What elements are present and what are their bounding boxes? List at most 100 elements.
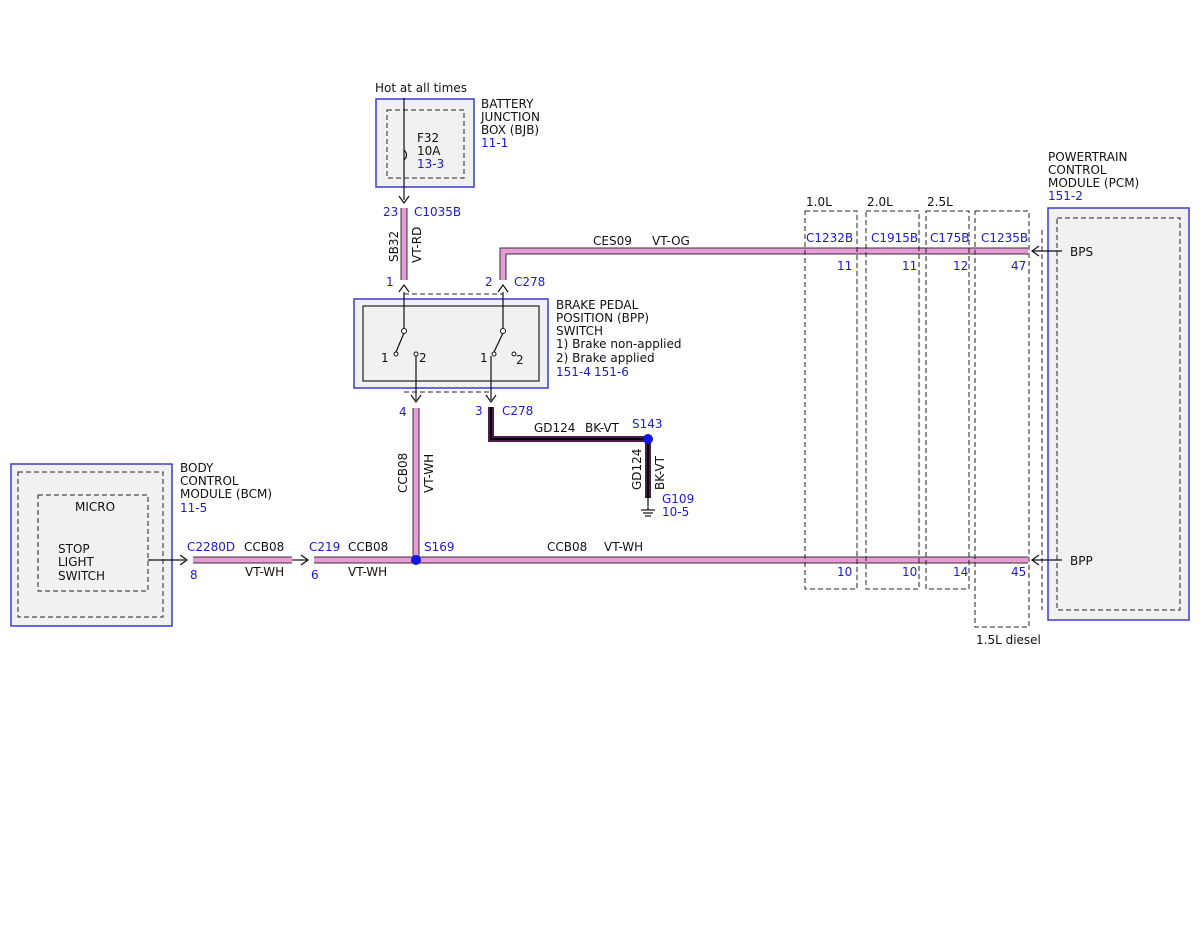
bpp-ref-2[interactable]: 151-6 (594, 365, 629, 379)
gd124-circuit-v: GD124 (630, 449, 644, 490)
bjb-title-2: JUNCTION (480, 110, 540, 124)
fuse-name: F32 (417, 131, 439, 145)
bpp-note-1: 1) Brake non-applied (556, 337, 682, 351)
ces09-circuit: CES09 (593, 234, 632, 248)
connector-arrow-icon (497, 283, 509, 293)
seg3-color: VT-WH (604, 540, 643, 554)
connector-arrow-icon (398, 283, 410, 293)
g109-ref[interactable]: 10-5 (662, 505, 689, 519)
c1232b-pin-bps: 11 (837, 259, 852, 273)
connector-arrow-icon (398, 195, 410, 205)
seg2-circuit: CCB08 (348, 540, 388, 554)
connector-arrow-icon (1030, 245, 1040, 257)
body-control-module (10, 463, 189, 627)
powertrain-control-module (1030, 207, 1190, 621)
engine-1-0l: 1.0L (806, 195, 832, 209)
c278-bottom-label[interactable]: C278 (502, 404, 533, 418)
wire-ccb08-horizontal (193, 554, 1028, 566)
bpp-pin-4: 4 (399, 405, 407, 419)
sw-b-pos1: 1 (480, 351, 488, 365)
bpp-switch (353, 292, 549, 400)
engine-1-5l-diesel: 1.5L diesel (976, 633, 1041, 647)
bpp-pin-2: 2 (485, 275, 493, 289)
ccb08-v-circuit: CCB08 (396, 453, 410, 493)
s143-label[interactable]: S143 (632, 417, 663, 431)
connector-arrow-icon (410, 394, 422, 404)
splice-s143[interactable] (643, 434, 653, 444)
splice-s169[interactable] (411, 555, 421, 565)
c1915b-pin-bps: 11 (902, 259, 917, 273)
c219-label[interactable]: C219 (309, 540, 340, 554)
pcm-title-3: MODULE (PCM) (1048, 176, 1139, 190)
c175b-pin-bps: 12 (953, 259, 968, 273)
bpp-pin-3: 3 (475, 404, 483, 418)
power-label: Hot at all times (375, 81, 467, 95)
c1035b-label[interactable]: C1035B (414, 205, 461, 219)
c278-top-label[interactable]: C278 (514, 275, 545, 289)
sb32-color: VT-RD (410, 227, 424, 263)
bcm-title-2: CONTROL (180, 474, 239, 488)
engine-box-2-5l (925, 210, 970, 590)
g109-label[interactable]: G109 (662, 492, 694, 506)
fuse-icon (403, 149, 408, 161)
ccb08-v-color: VT-WH (422, 454, 436, 493)
pcm-title-2: CONTROL (1048, 163, 1107, 177)
connector-arrow-icon (179, 554, 189, 566)
bpp-title-3: SWITCH (556, 324, 603, 338)
c1235b-label[interactable]: C1235B (981, 231, 1028, 245)
c175b-pin-bpp: 14 (953, 565, 968, 579)
fuse-rating: 10A (417, 144, 441, 158)
seg1-circuit: CCB08 (244, 540, 284, 554)
c175b-label[interactable]: C175B (930, 231, 970, 245)
c1035b-pin: 23 (383, 205, 398, 219)
bjb-title-3: BOX (BJB) (481, 123, 539, 137)
c1235b-pin-bpp: 45 (1011, 565, 1026, 579)
battery-junction-box (375, 98, 475, 200)
bpp-pin-1: 1 (386, 275, 394, 289)
c1915b-pin-bpp: 10 (902, 565, 917, 579)
bcm-title-3: MODULE (BCM) (180, 487, 272, 501)
pcm-bpp-pin: BPP (1070, 554, 1093, 568)
wire-gd124 (488, 407, 655, 517)
seg3-circuit: CCB08 (547, 540, 587, 554)
seg2-color: VT-WH (348, 565, 387, 579)
fuse-ref[interactable]: 13-3 (417, 157, 444, 171)
gd124-circuit: GD124 (534, 421, 575, 435)
bcm-title-1: BODY (180, 461, 214, 475)
connector-arrow-icon (485, 394, 497, 404)
sw-a-pos1: 1 (381, 351, 389, 365)
c2280d-pin: 8 (190, 568, 198, 582)
engine-2-5l: 2.5L (927, 195, 953, 209)
bpp-title-2: POSITION (BPP) (556, 311, 649, 325)
s169-label[interactable]: S169 (424, 540, 455, 554)
bcm-switch-2: LIGHT (58, 555, 95, 569)
engine-2-0l: 2.0L (867, 195, 893, 209)
bcm-switch-1: STOP (58, 542, 90, 556)
engine-box-2-0l (865, 210, 920, 590)
c1915b-label[interactable]: C1915B (871, 231, 918, 245)
c219-pin: 6 (311, 568, 319, 582)
connector-arrow-icon (1030, 554, 1040, 566)
bpp-title-1: BRAKE PEDAL (556, 298, 639, 312)
sw-a-pos2: 2 (419, 351, 427, 365)
sb32-circuit: SB32 (387, 231, 401, 262)
connector-arrow-icon (300, 554, 310, 566)
bjb-title-1: BATTERY (481, 97, 534, 111)
bjb-ref[interactable]: 11-1 (481, 136, 508, 150)
seg1-color: VT-WH (245, 565, 284, 579)
bcm-ref[interactable]: 11-5 (180, 501, 207, 515)
bcm-switch-3: SWITCH (58, 569, 105, 583)
c1232b-pin-bpp: 10 (837, 565, 852, 579)
bcm-micro: MICRO (75, 500, 115, 514)
engine-box-1-0l (804, 210, 858, 590)
c2280d-label[interactable]: C2280D (187, 540, 235, 554)
c1235b-pin-bps: 47 (1011, 259, 1026, 273)
bpp-ref-1[interactable]: 151-4 (556, 365, 591, 379)
c1232b-label[interactable]: C1232B (806, 231, 853, 245)
pcm-ref[interactable]: 151-2 (1048, 189, 1083, 203)
wire-ces09 (499, 247, 1028, 280)
sw-b-pos2: 2 (516, 353, 524, 367)
gd124-color: BK-VT (585, 421, 620, 435)
pcm-bps-pin: BPS (1070, 245, 1093, 259)
